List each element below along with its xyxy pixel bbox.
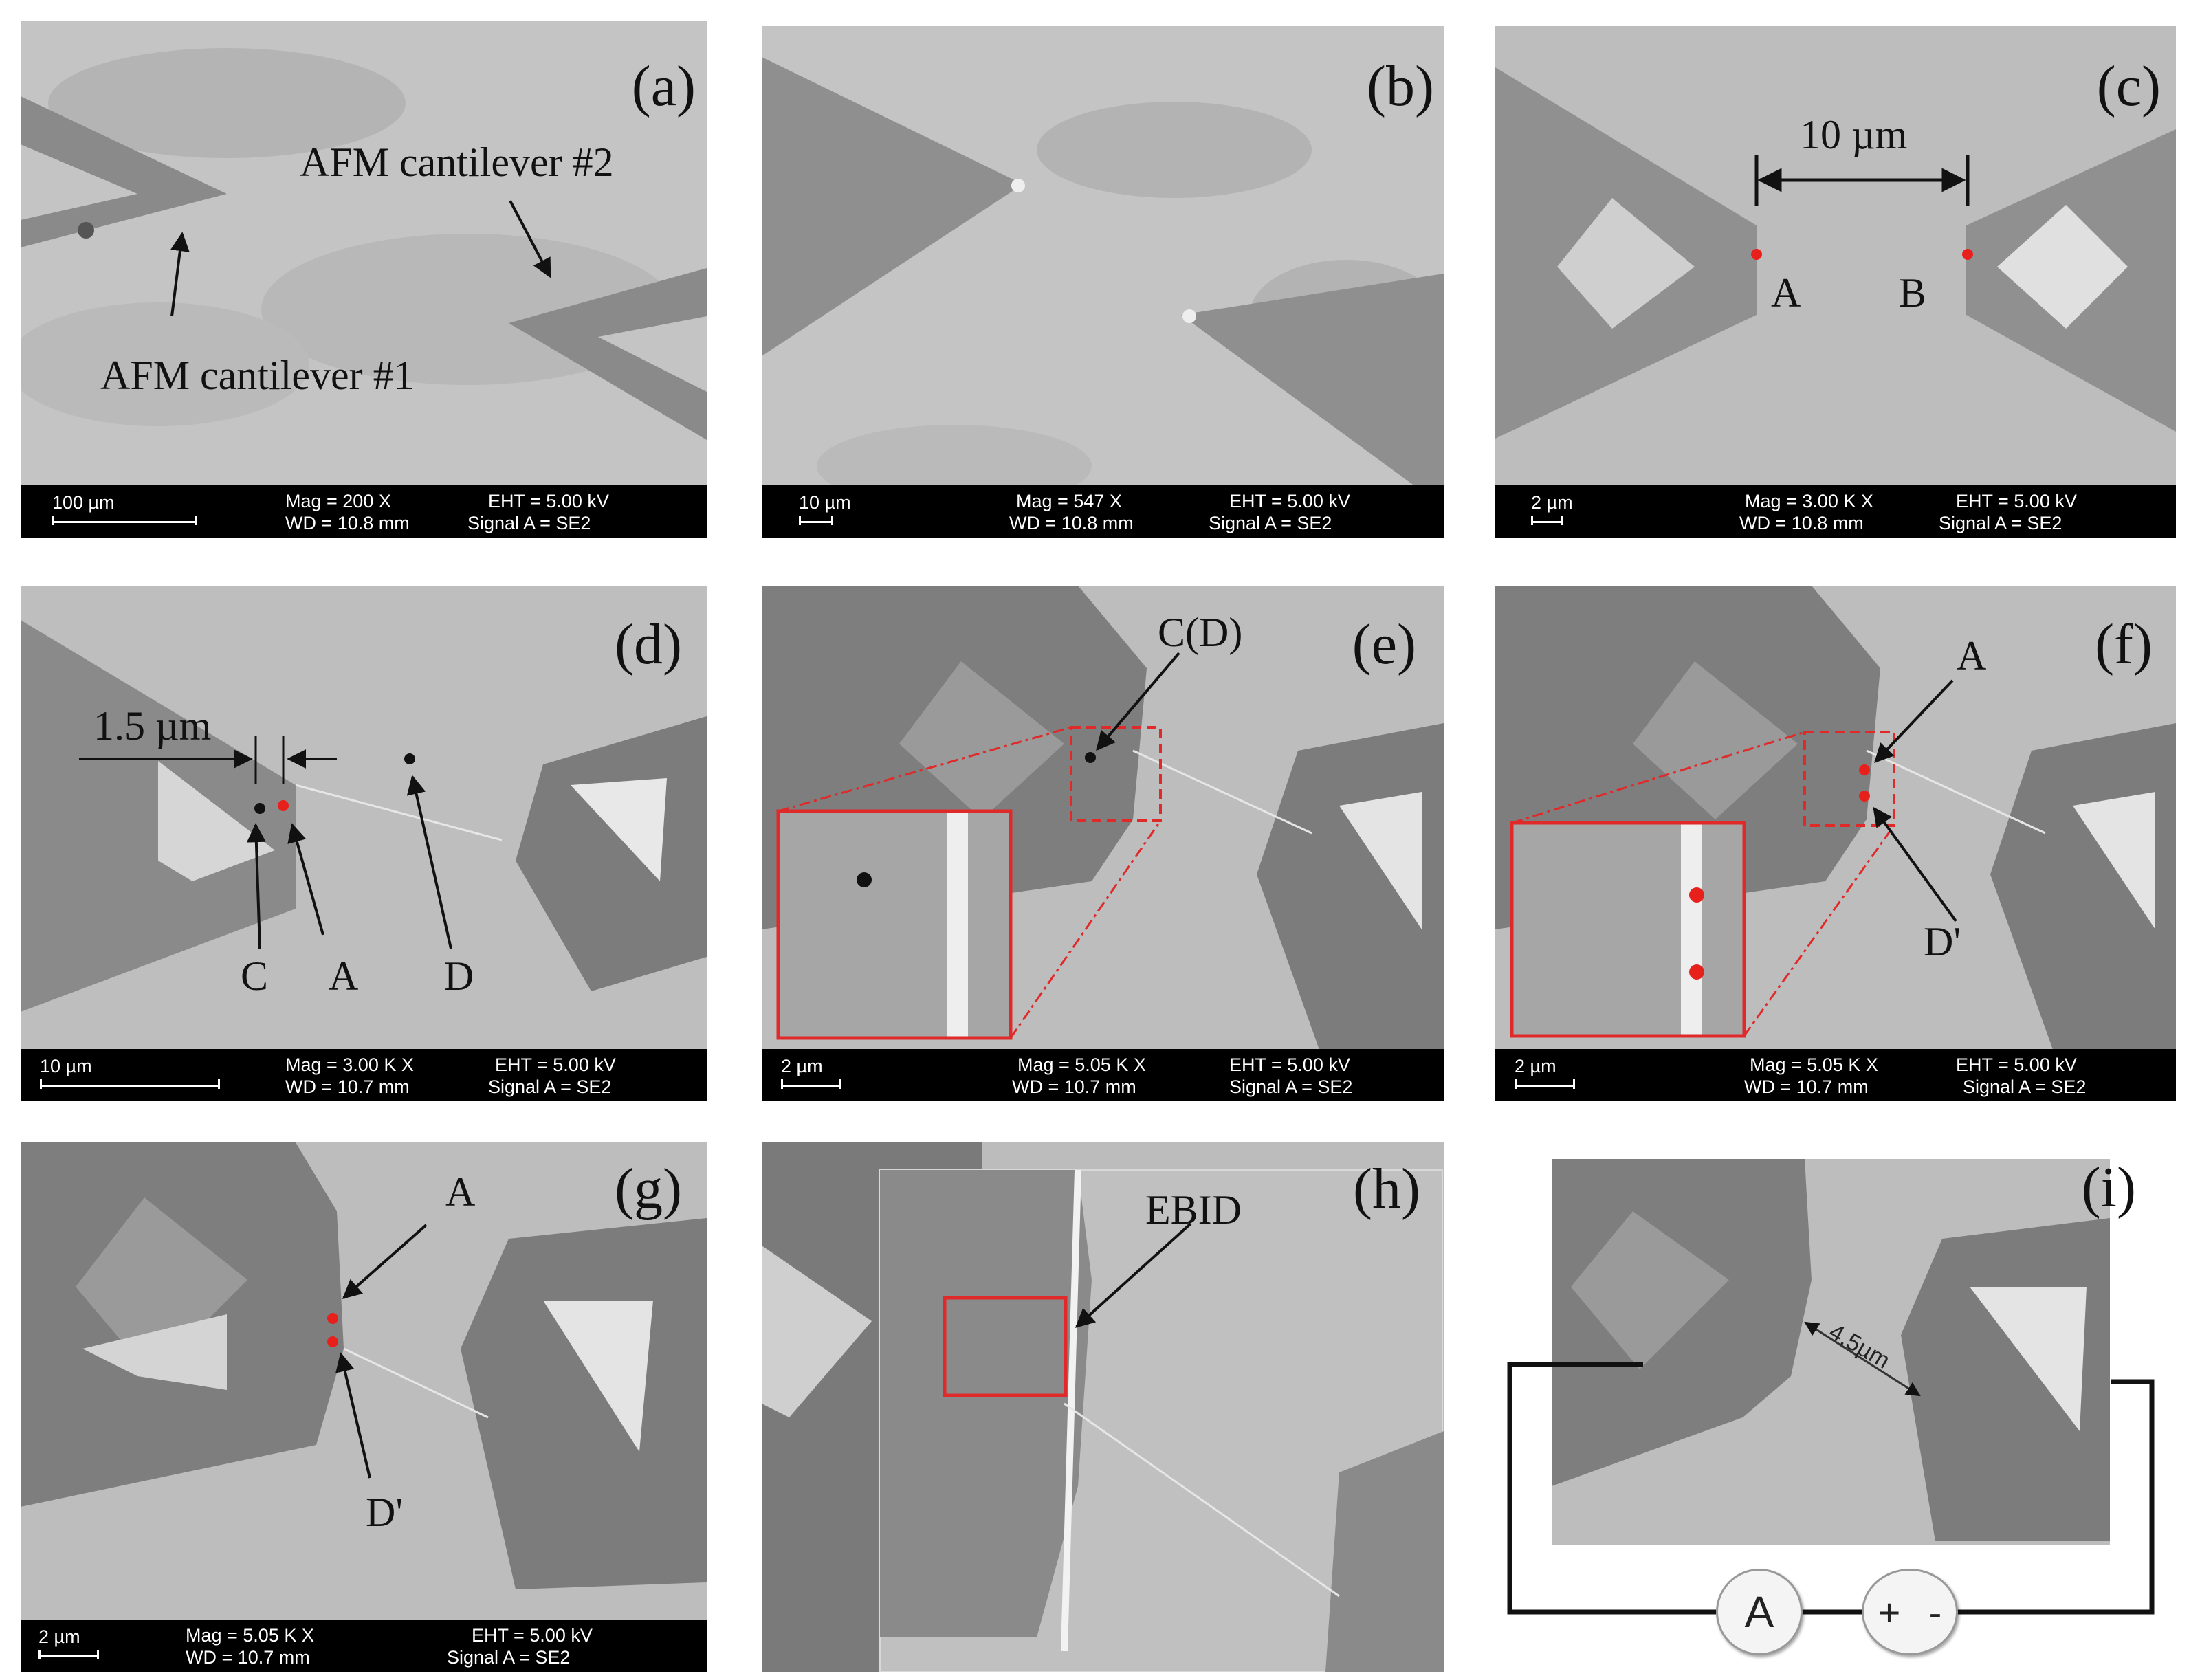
scale-bar bbox=[1531, 516, 1563, 525]
wd-text: WD = 10.7 mm bbox=[186, 1647, 310, 1668]
label-d-A: A bbox=[329, 953, 359, 999]
panel-d-image bbox=[21, 586, 707, 1101]
scale-text: 2 µm bbox=[781, 1056, 823, 1076]
scale-text: 100 µm bbox=[52, 492, 115, 513]
scale-text: 10 µm bbox=[799, 492, 851, 513]
panel-h: (h) bbox=[762, 1142, 1444, 1672]
panel-f-label: (f) bbox=[2095, 612, 2153, 676]
wd-text: WD = 10.7 mm bbox=[1744, 1076, 1869, 1097]
panel-b: 10 µm Mag = 547 X WD = 10.8 mm EHT = 5.0… bbox=[762, 26, 1444, 538]
panel-e-label: (e) bbox=[1352, 612, 1416, 676]
label-g-A: A bbox=[446, 1169, 476, 1215]
signal-text: Signal A = SE2 bbox=[488, 1076, 612, 1097]
power-source-icon: + - bbox=[1862, 1569, 1958, 1655]
panel-g-infobar: 2 µm Mag = 5.05 K X WD = 10.7 mm EHT = 5… bbox=[21, 1620, 707, 1672]
panel-g-label: (g) bbox=[615, 1157, 682, 1221]
label-c-distance: 10 µm bbox=[1800, 112, 1908, 157]
signal-text: Signal A = SE2 bbox=[447, 1647, 571, 1668]
wd-text: WD = 10.8 mm bbox=[285, 513, 410, 533]
eht-text: EHT = 5.00 kV bbox=[1956, 1054, 2077, 1075]
wd-text: WD = 10.7 mm bbox=[1012, 1076, 1136, 1097]
panel-h-image bbox=[762, 1142, 1444, 1672]
panel-f-image bbox=[1495, 586, 2176, 1101]
label-d-distance: 1.5 µm bbox=[94, 703, 212, 749]
eht-text: EHT = 5.00 kV bbox=[472, 1625, 593, 1646]
scale-text: 10 µm bbox=[40, 1056, 92, 1076]
mag-text: Mag = 5.05 K X bbox=[1750, 1054, 1878, 1075]
panel-a: 100 µm Mag = 200 X WD = 10.8 mm EHT = 5.… bbox=[21, 21, 707, 538]
scale-bar bbox=[781, 1079, 842, 1089]
mag-text: Mag = 200 X bbox=[285, 491, 391, 511]
mag-text: Mag = 3.00 K X bbox=[285, 1054, 414, 1075]
scale-bar bbox=[799, 516, 833, 525]
panel-d-infobar: 10 µm Mag = 3.00 K X WD = 10.7 mm EHT = … bbox=[21, 1049, 707, 1101]
eht-text: EHT = 5.00 kV bbox=[1956, 491, 2077, 511]
panel-g-image bbox=[21, 1142, 707, 1672]
scale-bar bbox=[52, 516, 197, 525]
minus-terminal: - bbox=[1928, 1590, 1942, 1634]
panel-i-image bbox=[1552, 1159, 2110, 1545]
panel-d-label: (d) bbox=[615, 612, 682, 676]
panel-c-image bbox=[1495, 26, 2176, 538]
scale-bar bbox=[40, 1079, 220, 1089]
panel-i: (i) bbox=[1495, 1142, 2176, 1672]
label-c-B: B bbox=[1899, 270, 1927, 316]
label-e-CD: C(D) bbox=[1158, 610, 1243, 655]
panel-h-label: (h) bbox=[1353, 1157, 1420, 1221]
signal-text: Signal A = SE2 bbox=[1229, 1076, 1353, 1097]
panel-f-infobar: 2 µm Mag = 5.05 K X WD = 10.7 mm EHT = 5… bbox=[1495, 1049, 2176, 1101]
label-h-ebid: EBID bbox=[1145, 1187, 1242, 1233]
panel-a-image bbox=[21, 21, 707, 538]
panel-b-label: (b) bbox=[1367, 54, 1434, 118]
label-g-Dp: D' bbox=[366, 1490, 404, 1535]
signal-text: Signal A = SE2 bbox=[1963, 1076, 2087, 1097]
label-c-A: A bbox=[1771, 270, 1801, 316]
plus-terminal: + bbox=[1878, 1590, 1901, 1634]
label-d-C: C bbox=[241, 953, 269, 999]
panel-a-label: (a) bbox=[631, 54, 696, 118]
eht-text: EHT = 5.00 kV bbox=[1229, 491, 1350, 511]
mag-text: Mag = 3.00 K X bbox=[1745, 491, 1873, 511]
scale-text: 2 µm bbox=[1515, 1056, 1556, 1076]
label-afm-cantilever-2: AFM cantilever #2 bbox=[300, 140, 614, 185]
panel-e: 2 µm Mag = 5.05 K X WD = 10.7 mm EHT = 5… bbox=[762, 586, 1444, 1101]
mag-text: Mag = 5.05 K X bbox=[1018, 1054, 1146, 1075]
panel-c-infobar: 2 µm Mag = 3.00 K X WD = 10.8 mm EHT = 5… bbox=[1495, 485, 2176, 538]
eht-text: EHT = 5.00 kV bbox=[488, 491, 609, 511]
scale-text: 2 µm bbox=[1531, 492, 1573, 513]
panel-a-infobar: 100 µm Mag = 200 X WD = 10.8 mm EHT = 5.… bbox=[21, 485, 707, 538]
label-f-Dp: D' bbox=[1924, 919, 1961, 964]
panel-g: 2 µm Mag = 5.05 K X WD = 10.7 mm EHT = 5… bbox=[21, 1142, 707, 1672]
panel-d: 10 µm Mag = 3.00 K X WD = 10.7 mm EHT = … bbox=[21, 586, 707, 1101]
wd-text: WD = 10.8 mm bbox=[1739, 513, 1864, 533]
scale-text: 2 µm bbox=[38, 1626, 80, 1647]
ammeter-label: A bbox=[1744, 1587, 1774, 1637]
eht-text: EHT = 5.00 kV bbox=[1229, 1054, 1350, 1075]
panel-b-image bbox=[762, 26, 1444, 538]
mag-text: Mag = 547 X bbox=[1016, 491, 1122, 511]
ammeter-icon: A bbox=[1716, 1569, 1803, 1655]
panel-f: 2 µm Mag = 5.05 K X WD = 10.7 mm EHT = 5… bbox=[1495, 586, 2176, 1101]
wd-text: WD = 10.7 mm bbox=[285, 1076, 410, 1097]
mag-text: Mag = 5.05 K X bbox=[186, 1625, 314, 1646]
panel-e-infobar: 2 µm Mag = 5.05 K X WD = 10.7 mm EHT = 5… bbox=[762, 1049, 1444, 1101]
signal-text: Signal A = SE2 bbox=[1209, 513, 1332, 533]
panel-e-image bbox=[762, 586, 1444, 1101]
label-f-A: A bbox=[1957, 633, 1987, 678]
scale-bar bbox=[38, 1650, 99, 1659]
panel-i-label: (i) bbox=[2081, 1156, 2136, 1219]
signal-text: Signal A = SE2 bbox=[1939, 513, 2062, 533]
eht-text: EHT = 5.00 kV bbox=[495, 1054, 616, 1075]
scale-bar bbox=[1515, 1079, 1575, 1089]
panel-b-infobar: 10 µm Mag = 547 X WD = 10.8 mm EHT = 5.0… bbox=[762, 485, 1444, 538]
signal-text: Signal A = SE2 bbox=[468, 513, 591, 533]
wd-text: WD = 10.8 mm bbox=[1009, 513, 1134, 533]
label-d-D: D bbox=[444, 953, 474, 999]
panel-c: 2 µm Mag = 3.00 K X WD = 10.8 mm EHT = 5… bbox=[1495, 26, 2176, 538]
label-afm-cantilever-1: AFM cantilever #1 bbox=[100, 353, 415, 398]
panel-c-label: (c) bbox=[2096, 54, 2161, 118]
